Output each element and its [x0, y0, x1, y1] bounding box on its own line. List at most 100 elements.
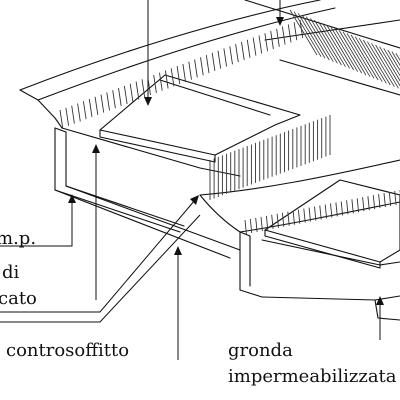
ceiling-band-bottom	[54, 189, 231, 259]
gutter-valley-right	[239, 231, 263, 298]
roof-rib	[135, 81, 140, 100]
label-mp: m.p.	[0, 228, 36, 249]
grating-bar	[358, 38, 387, 84]
gutter-box-top	[239, 231, 251, 237]
roof-rib	[88, 98, 93, 118]
right-panel-outline	[264, 179, 400, 263]
right-roof-rib	[287, 211, 290, 226]
right-roof-rib	[362, 197, 365, 212]
grating-bar	[293, 11, 322, 57]
leader-cato-b	[0, 214, 201, 323]
label-gronda: gronda	[228, 340, 293, 361]
right-gutter-lip	[374, 299, 400, 321]
roof-rib	[246, 39, 251, 58]
roof-rib	[100, 94, 105, 113]
grating-bar	[297, 13, 326, 59]
label-impermeabilizzata: impermeabilizzata	[228, 366, 397, 387]
roof-rib	[188, 61, 192, 80]
roof-rib	[118, 87, 122, 107]
right-roof-outer-edge	[199, 159, 400, 196]
label-controsoffitto: controsoffitto	[6, 340, 129, 361]
roof-rib	[211, 52, 216, 71]
grating-bar	[379, 46, 400, 82]
right-roof-rib	[394, 190, 397, 206]
left-roof-inner-edge	[37, 7, 336, 101]
roof-rib	[123, 85, 128, 104]
roof-rib	[94, 96, 99, 115]
arrow-gronda	[376, 296, 384, 305]
right-panel-front-edge	[264, 229, 381, 269]
grating-bar	[354, 36, 383, 82]
right-roof-rib	[244, 219, 247, 235]
top-right-grating-hatching	[289, 9, 400, 89]
grating-bar	[318, 21, 346, 67]
arrow-mp	[68, 194, 76, 203]
grating-bar	[301, 14, 330, 61]
right-roof-rib	[351, 199, 354, 214]
left-pillar-top	[54, 127, 67, 133]
right-roof-rib	[356, 198, 360, 213]
arrow-top-panel	[144, 97, 152, 106]
roof-rib	[141, 79, 146, 98]
roof-rib	[276, 28, 280, 47]
grating-bar	[383, 48, 400, 77]
right-roof-rib	[330, 203, 333, 218]
arrow-controsoffitto	[174, 246, 182, 255]
roof-rib	[200, 57, 204, 76]
right-roof-inner-edge	[239, 201, 400, 233]
right-roof-rib	[249, 218, 253, 234]
right-roof-rib	[388, 192, 392, 207]
roof-rib	[176, 66, 181, 85]
upper-corrugation-hatching	[59, 19, 304, 129]
grating-bar	[314, 19, 342, 66]
roof-rib	[112, 90, 116, 109]
roof-rib	[270, 30, 274, 50]
right-roof-rib	[340, 201, 344, 216]
roof-rib	[194, 59, 198, 78]
grating-bar	[346, 33, 375, 79]
roof-rib	[205, 55, 210, 74]
right-roof-rib	[335, 202, 338, 217]
top-right-beam-c	[279, 59, 400, 96]
upper-panel-outline	[99, 74, 301, 156]
right-roof-rib	[260, 216, 263, 231]
roof-rib	[258, 35, 263, 54]
roof-rib	[77, 103, 81, 122]
gutter-valley-left	[199, 194, 241, 233]
right-roof-rib	[367, 196, 370, 211]
grating-bar	[330, 26, 359, 72]
right-roof-rib	[314, 206, 317, 221]
grating-bar	[305, 16, 334, 62]
roof-rib	[71, 105, 75, 124]
right-roof-rib	[281, 212, 285, 227]
leader-mp	[0, 200, 73, 247]
upper-panel-front-edge	[99, 129, 216, 163]
roof-rib	[170, 68, 175, 87]
right-roof-rib	[372, 195, 376, 210]
right-roof-rib	[255, 217, 258, 232]
grating-bar	[310, 18, 338, 64]
leader-lines	[0, 0, 381, 360]
right-roof-rib	[378, 194, 381, 209]
roof-rib	[287, 24, 292, 43]
roof-rib	[106, 92, 110, 111]
leader-arrowheads	[68, 17, 384, 305]
right-corrugation-hatching	[244, 190, 400, 235]
right-roof-rib	[383, 193, 386, 208]
gutter-floor	[61, 127, 241, 177]
grating-bar	[338, 29, 367, 76]
grating-bar	[342, 31, 371, 77]
grating-bar	[334, 28, 363, 74]
right-roof-rib	[303, 208, 306, 223]
grating-bar	[375, 44, 400, 87]
arrow-cato	[190, 195, 199, 205]
right-roof-rib	[292, 210, 295, 225]
roof-rib	[293, 22, 298, 41]
grating-bar	[362, 39, 391, 86]
right-roof-rib	[276, 213, 279, 228]
right-roof-rib	[271, 214, 274, 229]
grating-bar	[371, 43, 399, 89]
right-roof-rib	[346, 200, 349, 215]
